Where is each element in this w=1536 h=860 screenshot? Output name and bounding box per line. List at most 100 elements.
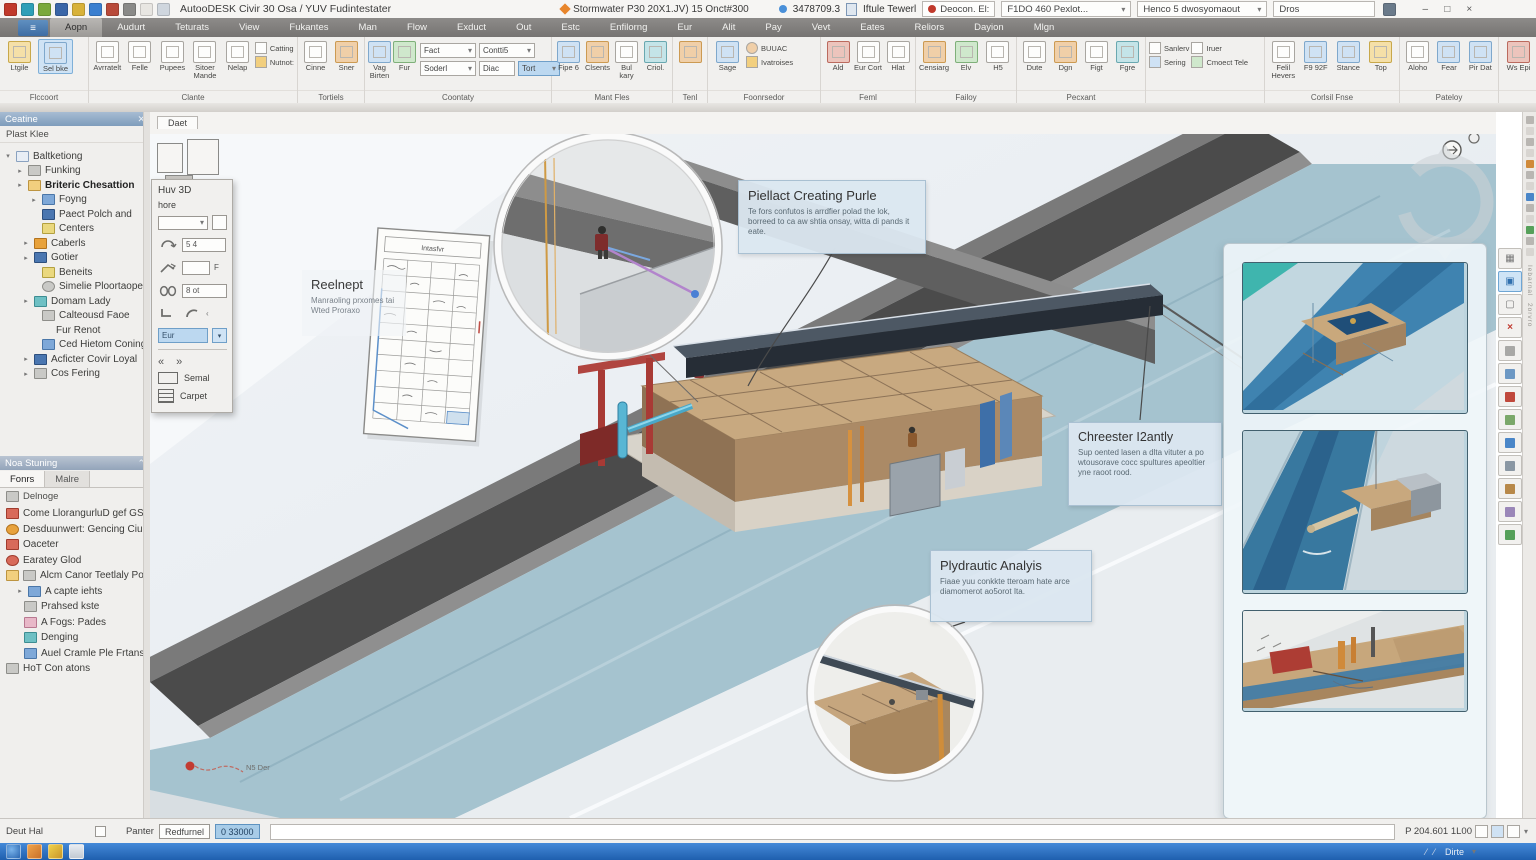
tab-5[interactable]: Man [358, 22, 377, 33]
stamp-button[interactable] [676, 39, 704, 64]
prospector-header[interactable]: Noa Stuning ⌃ [0, 456, 150, 470]
tiny-tool-icon[interactable] [1525, 204, 1534, 212]
tiny-tool-icon[interactable] [1525, 182, 1534, 190]
fear-button[interactable]: Fear [1434, 39, 1463, 72]
rotate-icon[interactable] [158, 236, 178, 253]
expander-icon[interactable]: ▸ [18, 182, 22, 190]
ltgile-button[interactable]: Ltgile [3, 39, 36, 72]
tab-1[interactable]: Audurt [117, 22, 146, 33]
tiny-tool-icon[interactable] [1525, 248, 1534, 256]
status-checkbox[interactable] [94, 826, 106, 837]
tiny-tool-icon[interactable] [1525, 160, 1534, 168]
expander-icon[interactable]: ▸ [18, 167, 22, 175]
tiny-tool-icon[interactable] [1525, 215, 1534, 223]
tree-item[interactable]: Paect Polch and [30, 207, 148, 222]
tab-7[interactable]: Exduct [457, 22, 487, 33]
tab-11[interactable]: Eur [677, 22, 693, 33]
cmoect-button[interactable]: Cmoect Tele [1191, 56, 1248, 68]
group-label[interactable]: Tortiels [298, 90, 364, 103]
tiny-tool-icon[interactable] [1525, 127, 1534, 135]
undo-icon[interactable] [89, 2, 102, 16]
sheet-icon[interactable] [187, 139, 219, 175]
figt-button[interactable]: Figt [1082, 39, 1111, 72]
back-arrow-icon[interactable]: « [158, 356, 165, 368]
layer-combo[interactable]: ▾ [158, 215, 208, 230]
plan-sheet-sketch[interactable]: Intasfvr [362, 227, 494, 447]
sidebar-scrollbar[interactable] [143, 112, 150, 818]
tab-2[interactable]: Teturats [175, 22, 209, 33]
tree-item[interactable]: Denging [24, 630, 148, 646]
tree-item[interactable]: Auel Cramle Ple Frtansec [24, 646, 148, 662]
fact-combo[interactable]: Fact▾ [420, 43, 476, 58]
tree-item[interactable]: Fur Renot [56, 324, 101, 336]
sheet-icon[interactable] [157, 143, 183, 173]
tree-item[interactable]: Come LlorangurluD gef GS [6, 506, 148, 522]
grid-icon[interactable] [1490, 825, 1504, 838]
sner-button[interactable]: Sner [332, 39, 361, 72]
dgn-button[interactable]: Dgn [1051, 39, 1080, 72]
tree-item[interactable]: Earatey Glod [6, 553, 148, 569]
tree-item-root[interactable]: ▾Baltketiong [4, 149, 148, 164]
workspace-icon[interactable] [123, 2, 136, 16]
tree-item[interactable]: ▸Funking [16, 164, 148, 179]
catting-button[interactable]: Catting [254, 42, 294, 54]
clsents-button[interactable]: Clsents [584, 39, 611, 72]
tree-item[interactable]: HoT Con atons [6, 661, 148, 677]
tab-16[interactable]: Reliors [914, 22, 945, 33]
tab-3[interactable]: View [238, 22, 260, 33]
tiny-tool-icon[interactable] [1525, 226, 1534, 234]
tree-item[interactable]: Centers [30, 222, 148, 237]
diac-combo[interactable]: Diac [479, 61, 515, 76]
tab-8[interactable]: Out [516, 22, 532, 33]
hatch-tool-button[interactable]: ▦ [1498, 248, 1522, 269]
group-label[interactable] [1499, 90, 1536, 103]
ivatroises-button[interactable]: Ivatroises [746, 56, 793, 68]
detail-magnifier-bottom[interactable] [806, 604, 984, 782]
group-label[interactable]: Feml [821, 90, 915, 103]
blank-view-button[interactable]: ▢ [1498, 294, 1522, 315]
vehicle-tool-button[interactable] [1498, 386, 1522, 407]
tree-item[interactable]: ▸Gotier [22, 251, 148, 266]
tab-13[interactable]: Pay [765, 22, 782, 33]
tab-9[interactable]: Estc [561, 22, 580, 33]
forward-arrow-icon[interactable]: » [176, 356, 183, 368]
layout-preview-icons[interactable] [155, 139, 225, 185]
contti-combo[interactable]: Contti5▾ [479, 43, 535, 58]
ald-button[interactable]: Ald [824, 39, 852, 72]
criol-button[interactable]: Criol. [642, 39, 669, 72]
chevron-down-icon[interactable]: ▾ [1523, 827, 1528, 836]
monitor-tool-button[interactable] [1498, 455, 1522, 476]
group-label[interactable]: Foonrsedor [708, 90, 820, 103]
carpet-action[interactable]: Carpet [158, 389, 227, 403]
tree-item[interactable]: ▸Caberls [22, 236, 148, 251]
expander-icon[interactable]: ▸ [24, 356, 28, 364]
steel-beam[interactable] [672, 283, 1291, 398]
slope-field[interactable] [182, 260, 210, 275]
buuac-button[interactable]: BUUAC [746, 42, 793, 54]
sering-button[interactable]: Sering [1149, 56, 1189, 68]
group-label[interactable]: Flccoort [0, 90, 88, 103]
elbow-icon[interactable] [158, 305, 178, 322]
group-label[interactable]: Mant Fles [552, 90, 672, 103]
account-combo[interactable]: Henco 5 dwosyomaout ▾ [1137, 1, 1268, 17]
felilhevers-button[interactable]: Felil Hevers [1268, 39, 1299, 80]
group-label[interactable]: Coontaty [365, 90, 551, 103]
pipe-tool-palette[interactable]: Huv 3D hore ▾ 5 4 F 8 ot ‹ Eur ▾ [151, 179, 233, 413]
group-label[interactable]: Tenl [673, 90, 707, 103]
document-icon[interactable] [69, 844, 84, 859]
expander-icon[interactable]: ▸ [24, 370, 28, 378]
group-label[interactable] [1146, 90, 1264, 103]
hlat-button[interactable]: Hlat [884, 39, 912, 72]
model-chip[interactable]: Redfurnel [158, 824, 210, 839]
rotation-field[interactable]: 5 4 [182, 237, 226, 252]
group-label[interactable]: Pateloy [1400, 90, 1498, 103]
command-line-input[interactable] [269, 823, 1396, 840]
sage-button[interactable]: Sage [711, 39, 744, 72]
save-icon[interactable] [55, 2, 68, 16]
diameter-field[interactable]: 8 ot [182, 283, 227, 298]
tab-10[interactable]: Enfilorng [609, 22, 648, 33]
semal-action[interactable]: Semal [158, 372, 227, 384]
close-button[interactable]: × [1466, 3, 1473, 15]
expander-icon[interactable]: ▸ [24, 240, 28, 248]
scale-chip[interactable]: 0 33000 [215, 824, 260, 839]
